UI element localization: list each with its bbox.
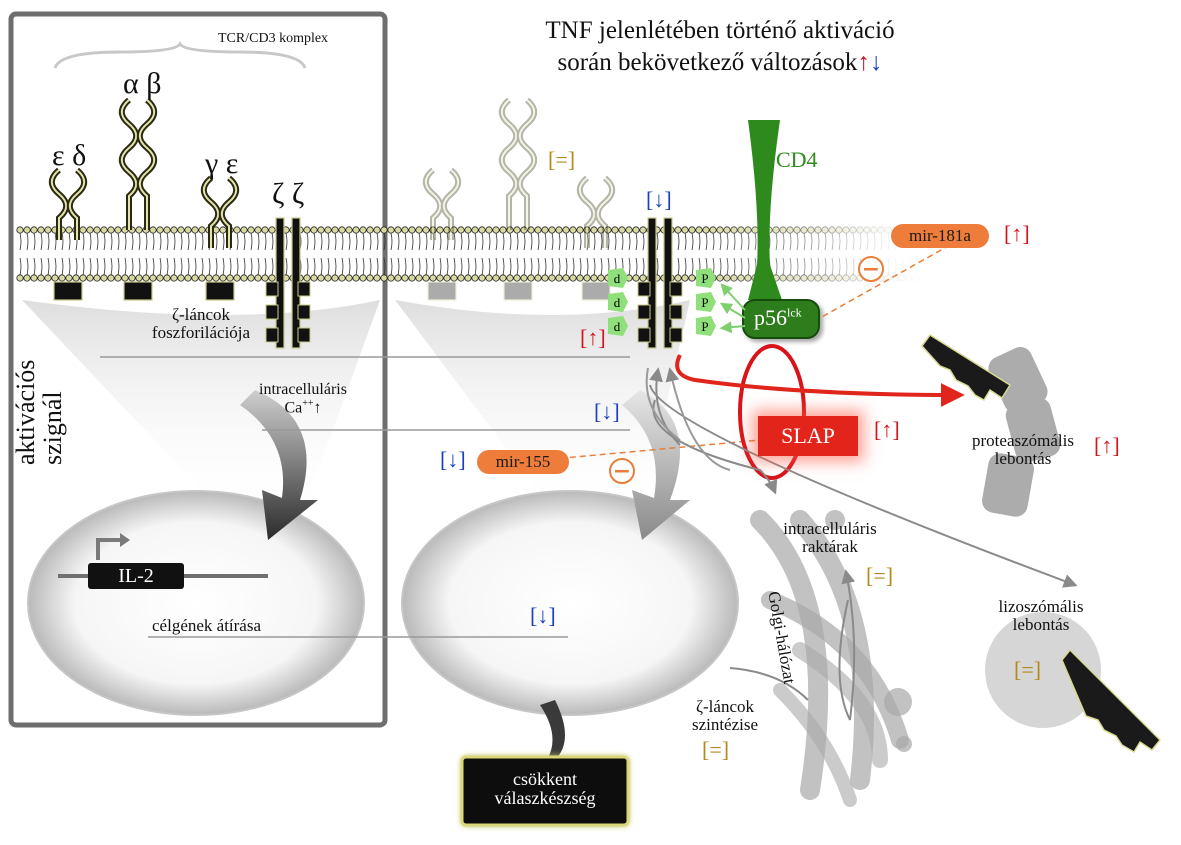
- mir-181a-change: [↑]: [1004, 221, 1030, 246]
- tcr-brace: [53, 41, 307, 69]
- phospho-label: P: [701, 271, 708, 286]
- target-gene-change: [↓]: [530, 603, 556, 628]
- zeta-zeta-label: ζ ζ: [272, 177, 305, 210]
- cd4-label: CD4: [776, 147, 818, 172]
- gamma-epsilon-label: γ ε: [205, 147, 239, 180]
- phospho-label: d: [614, 295, 621, 310]
- right-signal-arrow: [622, 390, 690, 540]
- synthesis-change: [=]: [702, 737, 730, 762]
- p56-label: p56lck: [754, 305, 802, 330]
- increase-arrow-icon: ↑: [857, 49, 870, 76]
- alpha-beta-label: α β: [123, 67, 162, 100]
- transcription-start-icon: [120, 533, 130, 547]
- resting-cell-panel: [8, 11, 388, 728]
- tcr-complex-label: TCR/CD3 komplex: [218, 31, 329, 46]
- left-nucleus: [27, 490, 365, 716]
- cd4-molecule: [748, 120, 782, 300]
- phospho-label: P: [701, 295, 708, 310]
- zeta-surface-change: [↓]: [646, 187, 672, 212]
- proteasome: [982, 347, 1061, 517]
- lysosome: [985, 612, 1101, 728]
- zeta-phos-change: [↑]: [580, 325, 606, 350]
- tcr-surface-change: [=]: [548, 147, 576, 172]
- golgi-network: [750, 510, 909, 807]
- title-line2: során bekövetkező változások↑↓: [505, 49, 935, 76]
- reduced-response-box: [460, 755, 630, 827]
- epsilon-delta-label: ε δ: [52, 139, 87, 172]
- slap-badge: SLAP: [758, 416, 858, 456]
- phospho-label: P: [701, 319, 708, 334]
- mir-155-inhibit-icon: −: [609, 458, 635, 484]
- p56-lck-kinase: [742, 299, 820, 339]
- right-nucleus: [401, 490, 739, 716]
- mir-181a-inhibit-icon: −: [858, 256, 884, 282]
- il2-gene-box: [88, 563, 184, 589]
- phospho-label: d: [614, 319, 621, 334]
- left-signal-arrow: [240, 390, 318, 540]
- mir-155-badge: mir-155: [477, 450, 569, 474]
- ca-change: [↓]: [594, 399, 620, 424]
- slap-ring: [738, 344, 806, 480]
- stores-change: [=]: [866, 563, 894, 588]
- lysosomal-change: [=]: [1014, 657, 1042, 682]
- proteasomal-change: [↑]: [1094, 433, 1120, 458]
- mir-155-change: [↓]: [440, 447, 466, 472]
- il2-label: IL-2: [118, 565, 154, 587]
- target-gene-label: célgének átírása: [152, 616, 262, 635]
- lysosomal-zeta-chain: [1061, 648, 1162, 754]
- mir-181a-badge: mir-181a: [891, 224, 989, 248]
- degradation-arrow: [675, 354, 965, 407]
- tcr-cd3-receptors: [48, 97, 683, 349]
- degraded-zeta-chain: [921, 333, 1012, 402]
- decrease-arrow-icon: ↓: [869, 49, 883, 76]
- slap-change: [↑]: [874, 417, 900, 442]
- phospho-label: d: [614, 271, 621, 286]
- title-line1: TNF jelenlétében történő aktiváció: [545, 17, 895, 44]
- title-line2-text: során bekövetkező változások: [557, 49, 858, 76]
